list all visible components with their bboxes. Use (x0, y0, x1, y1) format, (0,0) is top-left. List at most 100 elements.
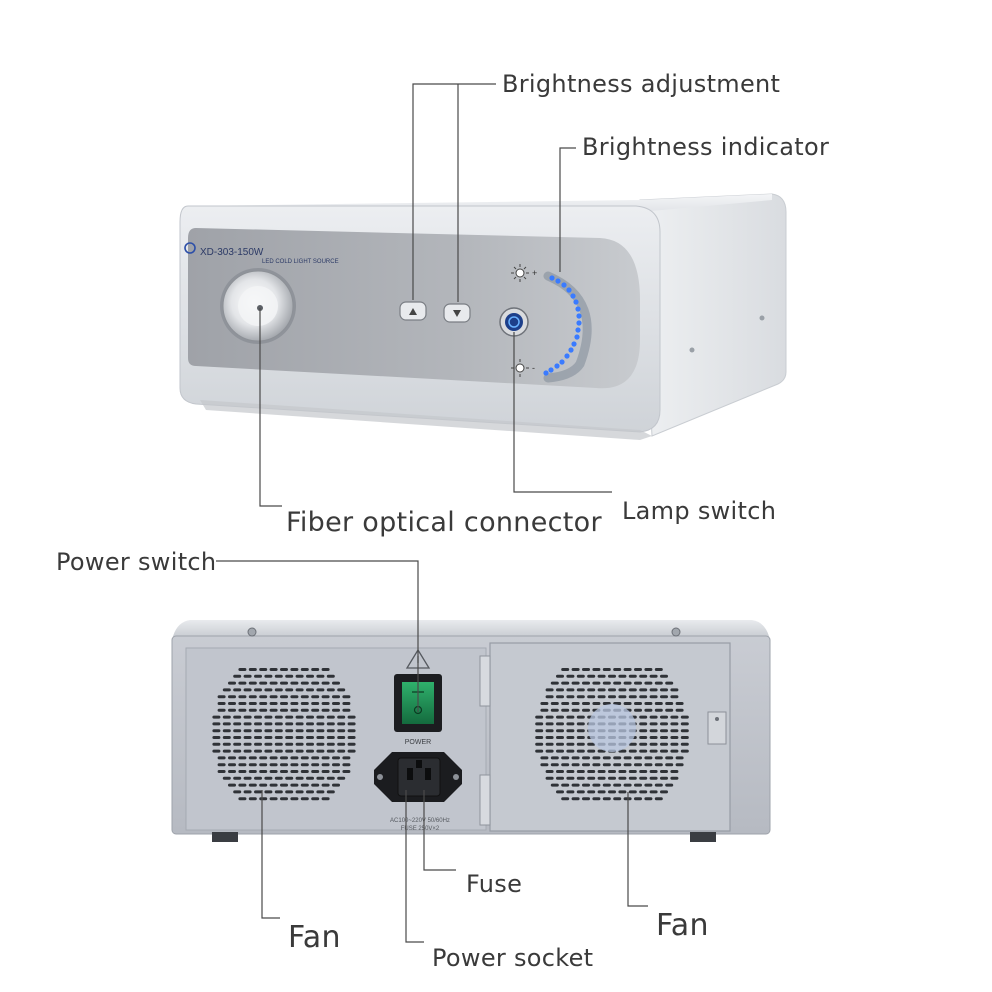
grille-slot (566, 715, 575, 719)
grille-slot (660, 736, 668, 739)
grille-slot (576, 776, 585, 780)
grille-slot (300, 695, 309, 699)
grille-slot (556, 790, 564, 794)
grille-slot (222, 776, 231, 780)
grille-slot (337, 776, 346, 780)
grille-slot (321, 783, 330, 787)
grille-slot (280, 756, 288, 760)
grille-slot (623, 681, 632, 685)
grille-slot (274, 790, 283, 794)
grille-slot (540, 763, 549, 767)
grille-slot (556, 715, 564, 719)
grille-slot (670, 715, 679, 719)
grille-slot (274, 722, 283, 726)
grille-slot (545, 688, 554, 692)
grille-slot (212, 749, 221, 753)
grille-slot (285, 790, 294, 794)
brightness-low-icon: - (511, 359, 535, 377)
grille-slot (321, 695, 330, 699)
grille-slot (634, 783, 642, 787)
grille-slot (561, 668, 570, 671)
grille-slot (238, 770, 247, 773)
grille-slot (274, 749, 283, 753)
grille-slot (592, 668, 601, 671)
rear-unit: POWER AC100~220V 50/60Hz FUSE 250V×2 (171, 620, 771, 842)
grille-slot (342, 708, 351, 712)
grille-slot (576, 688, 585, 692)
grille-slot (321, 797, 330, 801)
fan-sticker (588, 704, 636, 752)
grille-slot (306, 688, 314, 692)
grille-slot (582, 681, 590, 685)
grille-slot (212, 736, 221, 739)
grille-slot (550, 702, 559, 705)
grille-slot (238, 783, 247, 787)
grille-slot (576, 729, 585, 733)
grille-slot (613, 668, 622, 671)
grille-slot (300, 756, 309, 760)
grille-slot (259, 783, 268, 787)
grille-slot (311, 763, 320, 767)
lamp-switch[interactable] (499, 307, 529, 337)
grille-slot (347, 736, 356, 739)
grille-slot (316, 749, 325, 753)
grille-slot (269, 756, 278, 760)
power-socket[interactable] (374, 752, 462, 802)
grille-slot (613, 763, 622, 767)
grille-slot (259, 681, 268, 685)
grille-slot (582, 702, 590, 705)
grille-slot (254, 674, 262, 678)
grille-slot (566, 695, 575, 699)
grille-slot (602, 797, 611, 801)
grille-slot (228, 702, 236, 705)
callout-brightness-adjustment: Brightness adjustment (502, 70, 781, 98)
grille-slot (228, 695, 236, 699)
grille-slot (639, 722, 648, 726)
socket-rating-line2: FUSE 250V×2 (401, 826, 440, 832)
grille-slot (243, 776, 252, 780)
grille-slot (300, 783, 309, 787)
grille-slot (634, 763, 642, 767)
callout-power-socket: Power socket (432, 944, 594, 972)
callout-fan-left: Fan (288, 920, 341, 955)
grille-slot (290, 763, 299, 767)
fiber-optical-connector[interactable] (220, 268, 296, 344)
grille-slot (217, 708, 226, 712)
grille-slot (300, 668, 309, 671)
grille-slot (254, 749, 262, 753)
grille-slot (628, 790, 637, 794)
grille-slot (311, 783, 320, 787)
grille-slot (238, 681, 247, 685)
grille-slot (576, 742, 585, 746)
grille-slot (592, 681, 601, 685)
grille-slot (264, 736, 273, 739)
grille-slot (613, 681, 622, 685)
brightness-indicator (543, 271, 592, 383)
grille-slot (644, 681, 653, 685)
brightness-up-button[interactable] (399, 301, 427, 321)
grille-slot (556, 674, 564, 678)
grille-slot (608, 674, 616, 678)
grille-slot (660, 722, 668, 726)
grille-slot (634, 708, 642, 712)
brightness-down-button[interactable] (443, 303, 471, 323)
grille-slot (670, 722, 679, 726)
callout-leader-lines (216, 83, 648, 943)
grille-slot (274, 776, 283, 780)
callout-brightness-indicator: Brightness indicator (582, 133, 830, 161)
grille-slot (264, 790, 273, 794)
grille-slot (243, 674, 252, 678)
grille-slot (316, 729, 325, 733)
grille-slot (248, 770, 257, 773)
grille-slot (274, 715, 283, 719)
grille-slot (566, 729, 575, 733)
grille-slot (597, 790, 606, 794)
grille-slot (238, 763, 247, 767)
grille-slot (540, 756, 549, 760)
grille-slot (238, 797, 247, 801)
grille-slot (259, 770, 268, 773)
grille-slot (649, 770, 658, 773)
grille-slot (675, 763, 684, 767)
grille-slot (274, 729, 283, 733)
grille-slot (290, 783, 299, 787)
